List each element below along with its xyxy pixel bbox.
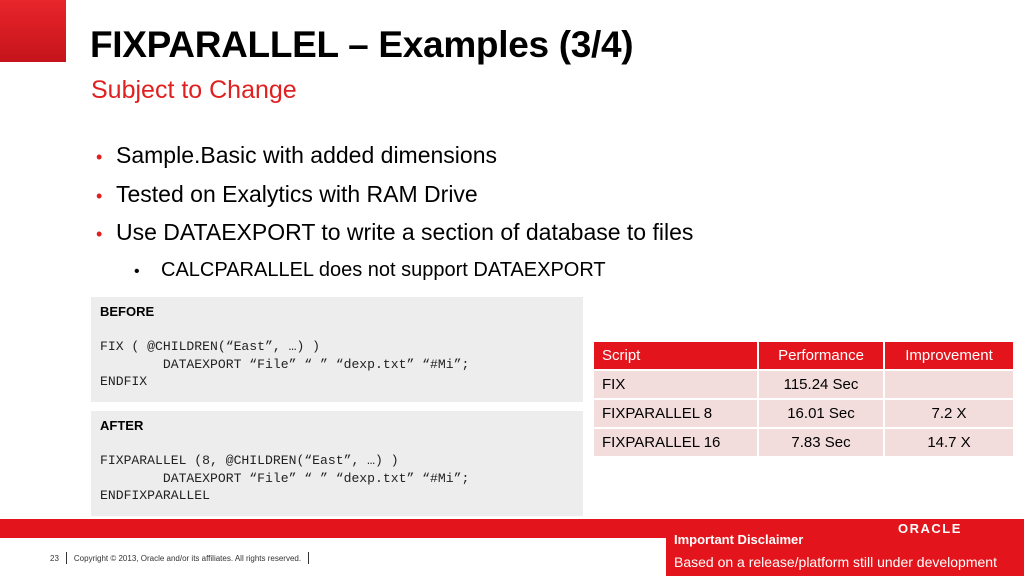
table-row: FIXPARALLEL 16 7.83 Sec 14.7 X bbox=[594, 429, 1013, 456]
sub-bullet-item: • CALCPARALLEL does not support DATAEXPO… bbox=[134, 259, 856, 282]
bullet-dot-icon: • bbox=[96, 185, 103, 206]
slide-title: FIXPARALLEL – Examples (3/4) bbox=[90, 24, 634, 65]
code-line: FIXPARALLEL (8, @CHILDREN(“East”, …) ) bbox=[100, 453, 399, 468]
bullet-text: Use DATAEXPORT to write a section of dat… bbox=[116, 219, 694, 245]
column-header-performance: Performance bbox=[759, 342, 883, 369]
footer-info: 23 Copyright © 2013, Oracle and/or its a… bbox=[50, 552, 316, 564]
footer-divider bbox=[308, 552, 310, 564]
copyright-text: Copyright © 2013, Oracle and/or its affi… bbox=[73, 553, 302, 563]
sub-bullet-dot-icon: • bbox=[134, 262, 140, 280]
disclaimer-text: Based on a release/platform still under … bbox=[674, 554, 997, 570]
table-header-row: Script Performance Improvement bbox=[594, 342, 1013, 369]
bullet-item: • Sample.Basic with added dimensions bbox=[96, 142, 856, 181]
column-header-script: Script bbox=[594, 342, 757, 369]
table-cell: 14.7 X bbox=[885, 429, 1013, 456]
bullet-item: • Use DATAEXPORT to write a section of d… bbox=[96, 219, 856, 258]
table-row: FIXPARALLEL 8 16.01 Sec 7.2 X bbox=[594, 400, 1013, 427]
code-box-after: AFTER FIXPARALLEL (8, @CHILDREN(“East”, … bbox=[91, 411, 583, 516]
disclaimer-title: Important Disclaimer bbox=[674, 532, 804, 547]
footer-divider bbox=[65, 552, 67, 564]
table-cell: FIXPARALLEL 8 bbox=[594, 400, 757, 427]
table-cell: 7.2 X bbox=[885, 400, 1013, 427]
performance-table: Script Performance Improvement FIX 115.2… bbox=[592, 340, 1015, 458]
table-cell: 16.01 Sec bbox=[759, 400, 883, 427]
bullet-text: Tested on Exalytics with RAM Drive bbox=[116, 180, 478, 207]
disclaimer-box: Important Disclaimer Based on a release/… bbox=[666, 519, 1024, 576]
code-line: ENDFIX bbox=[100, 374, 148, 389]
sub-bullet-text: CALCPARALLEL does not support DATAEXPORT bbox=[161, 258, 606, 281]
code-line: FIX ( @CHILDREN(“East”, …) ) bbox=[100, 339, 321, 354]
table-row: FIX 115.24 Sec bbox=[594, 371, 1013, 398]
bullet-list: • Sample.Basic with added dimensions • T… bbox=[96, 142, 856, 282]
code-line: DATAEXPORT “File” “ ” “dexp.txt” “#Mi”; bbox=[100, 356, 470, 372]
corner-accent-block bbox=[0, 0, 66, 62]
code-heading-before: BEFORE bbox=[100, 304, 155, 319]
code-line: DATAEXPORT “File” “ ” “dexp.txt” “#Mi”; bbox=[100, 470, 470, 486]
bullet-item: • Tested on Exalytics with RAM Drive bbox=[96, 181, 856, 220]
page-number: 23 bbox=[50, 553, 59, 563]
table-cell bbox=[885, 371, 1013, 398]
bullet-dot-icon: • bbox=[96, 147, 103, 167]
code-line: ENDFIXPARALLEL bbox=[100, 488, 211, 503]
bullet-text: Sample.Basic with added dimensions bbox=[116, 142, 497, 168]
column-header-improvement: Improvement bbox=[885, 342, 1013, 369]
code-box-before: BEFORE FIX ( @CHILDREN(“East”, …) ) DATA… bbox=[91, 297, 583, 402]
table-cell: 115.24 Sec bbox=[759, 371, 883, 398]
slide-subtitle: Subject to Change bbox=[91, 76, 297, 104]
oracle-logo: ORACLE bbox=[898, 521, 962, 536]
table-cell: 7.83 Sec bbox=[759, 429, 883, 456]
table-cell: FIXPARALLEL 16 bbox=[594, 429, 757, 456]
code-heading-after: AFTER bbox=[100, 418, 144, 433]
bullet-dot-icon: • bbox=[96, 224, 103, 244]
table-cell: FIX bbox=[594, 371, 757, 398]
